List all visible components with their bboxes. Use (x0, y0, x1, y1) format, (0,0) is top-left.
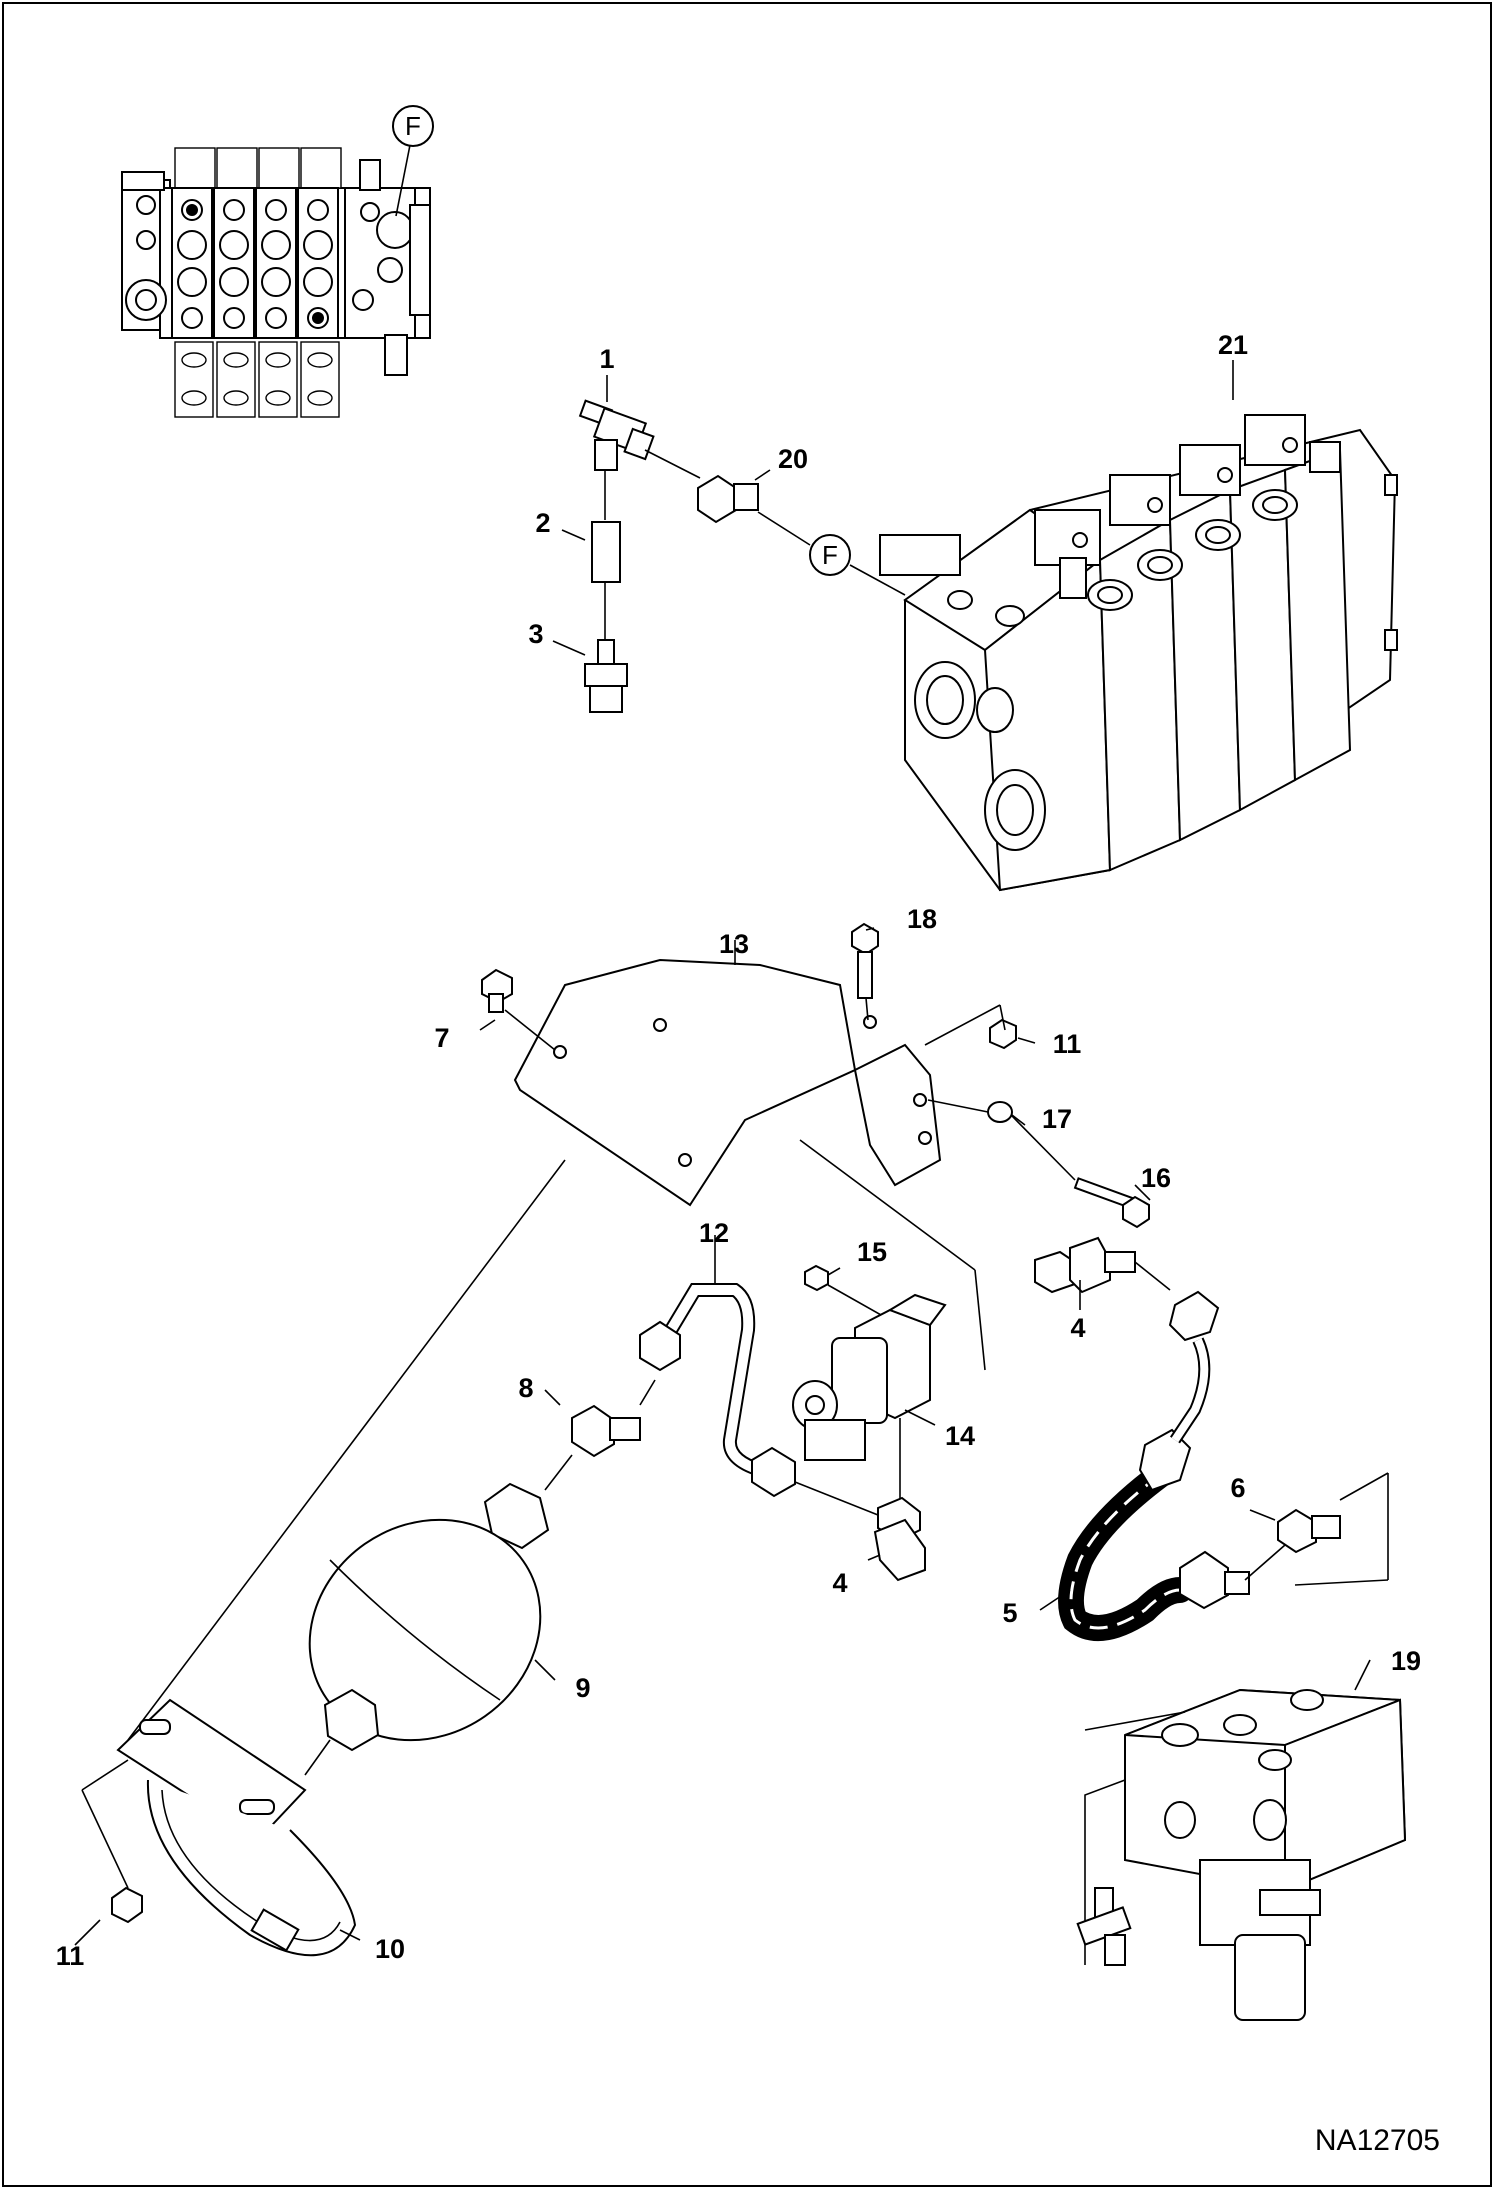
callout-21: 21 (1218, 330, 1248, 360)
callout-15: 15 (857, 1237, 887, 1267)
reference-letter-f: F (822, 540, 838, 570)
callout-12: 12 (699, 1218, 729, 1248)
inset-valve-view: F (121, 105, 434, 418)
hydraulic-tube (639, 1235, 796, 1498)
callout-9: 9 (575, 1673, 590, 1703)
callout-3: 3 (528, 619, 543, 649)
callout-6: 6 (1230, 1473, 1245, 1503)
callout-13: 13 (719, 929, 749, 959)
pressure-switch-assembly: F (578, 399, 906, 713)
leader-lines (74, 375, 1276, 1946)
control-valve (879, 360, 1398, 892)
callout-17: 17 (1042, 1104, 1072, 1134)
accumulator-assembly (81, 1379, 656, 1957)
callout-19: 19 (1391, 1646, 1421, 1676)
drawing-number: NA12705 (1315, 2124, 1440, 2157)
callout-2: 2 (535, 508, 550, 538)
callout-14: 14 (945, 1421, 975, 1451)
callout-labels: 1 2 3 4 4 5 6 7 8 9 10 11 11 12 13 14 15… (56, 330, 1421, 1971)
callout-18: 18 (907, 904, 937, 934)
callout-7: 7 (434, 1023, 449, 1053)
hydraulic-hose (1058, 1290, 1389, 1641)
callout-5: 5 (1002, 1598, 1017, 1628)
manifold-block (1076, 1659, 1407, 2021)
callout-1: 1 (599, 344, 614, 374)
callout-16: 16 (1141, 1163, 1171, 1193)
callout-11-upper: 11 (1053, 1029, 1082, 1059)
callout-20: 20 (778, 444, 808, 474)
solenoid-valve (792, 1264, 947, 1500)
elbow-fittings (794, 1236, 1171, 1582)
callout-10: 10 (375, 1934, 405, 1964)
callout-11-lower: 11 (56, 1941, 85, 1971)
reference-letter-f-inset: F (405, 111, 421, 141)
bracket-assembly (127, 922, 1150, 1741)
callout-8: 8 (518, 1373, 533, 1403)
callout-4-upper: 4 (1070, 1313, 1085, 1343)
callout-4-lower: 4 (832, 1568, 847, 1598)
